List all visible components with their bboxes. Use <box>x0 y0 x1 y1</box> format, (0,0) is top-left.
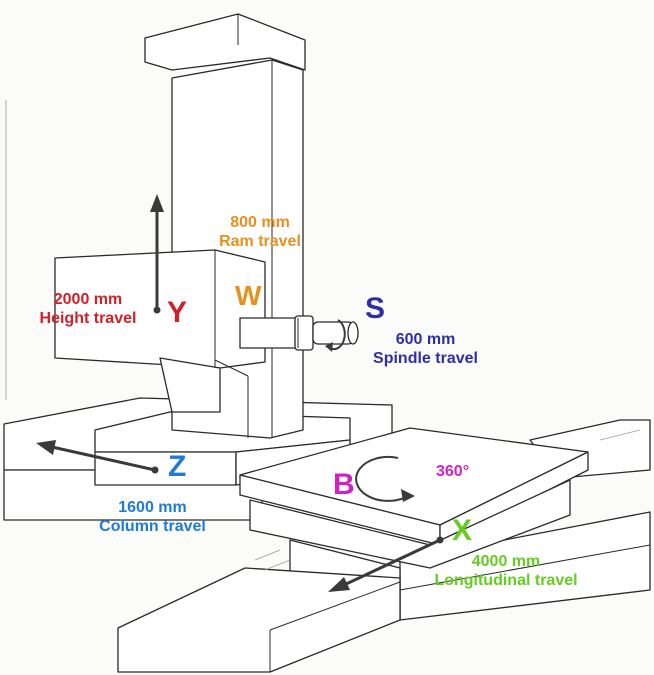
shading-hatch <box>5 100 641 571</box>
front-rail <box>117 567 401 673</box>
ram <box>239 315 314 351</box>
x-axis-letter: X <box>452 514 473 547</box>
x-axis-caption: 4000 mm Longitudinal travel <box>418 552 594 590</box>
y-axis-arrow <box>150 194 164 314</box>
b-rotation-arrow-head <box>401 489 415 502</box>
w-axis-letter: W <box>235 280 262 311</box>
b-axis-value: 360° <box>436 463 470 480</box>
y-axis-value: 2000 mm <box>53 291 123 308</box>
s-axis-value: 600 mm <box>395 331 456 348</box>
w-axis-label: Ram travel <box>219 233 301 250</box>
z-axis-label: Column travel <box>99 518 206 535</box>
s-axis-letter: S <box>365 292 386 325</box>
z-axis-value: 1600 mm <box>118 499 187 516</box>
b-rotation-arrow <box>355 455 411 502</box>
s-axis-caption: 600 mm Spindle travel <box>358 330 493 368</box>
y-axis-letter: Y <box>167 296 188 329</box>
w-axis-caption: 800 mm Ram travel <box>200 213 320 251</box>
y-axis-caption: 2000 mm Height travel <box>22 290 154 328</box>
spindle <box>312 319 359 352</box>
x-axis-value: 4000 mm <box>471 553 541 570</box>
w-axis-value: 800 mm <box>230 214 290 231</box>
rotary-table <box>239 427 589 621</box>
z-axis-arrow <box>36 440 159 474</box>
x-axis-label: Longitudinal travel <box>434 572 578 589</box>
y-axis-label: Height travel <box>39 310 137 327</box>
x-axis-arrow <box>328 536 444 592</box>
s-axis-label: Spindle travel <box>373 350 478 367</box>
b-axis-letter: B <box>333 468 355 501</box>
z-axis-letter: Z <box>168 450 187 483</box>
z-axis-caption: 1600 mm Column travel <box>85 498 220 536</box>
